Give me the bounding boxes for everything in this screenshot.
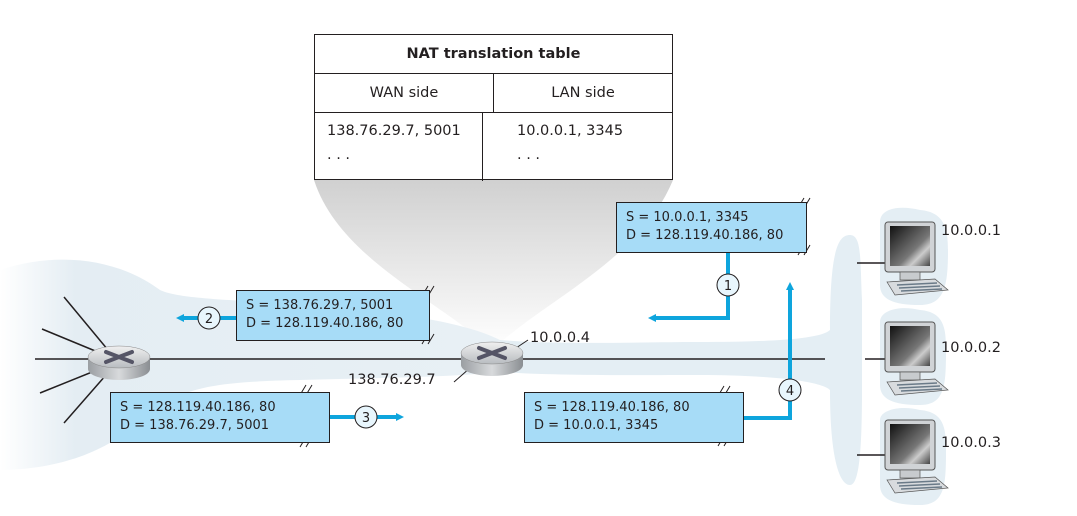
packet-source: S = 128.119.40.186, 80 bbox=[534, 400, 690, 415]
step-number: 2 bbox=[205, 312, 213, 327]
step-circle-3 bbox=[354, 405, 378, 429]
step-number: 4 bbox=[786, 384, 794, 399]
spotlight-cone bbox=[314, 180, 673, 350]
host-ip-label: 10.0.0.1 bbox=[941, 223, 1001, 239]
packet-step-1: S = 10.0.0.1, 3345 D = 128.119.40.186, 8… bbox=[616, 202, 807, 253]
nat-lan-ip-label: 10.0.0.4 bbox=[530, 330, 590, 346]
packet-destination: D = 128.119.40.186, 80 bbox=[626, 228, 784, 243]
packet-source: S = 138.76.29.7, 5001 bbox=[246, 298, 394, 313]
table-cell-wan: 138.76.29.7, 5001 bbox=[327, 123, 461, 139]
nat-translation-table: NAT translation table WAN side LAN side … bbox=[314, 34, 673, 181]
host-icon-2 bbox=[884, 321, 949, 396]
host-icon-1 bbox=[884, 221, 949, 296]
step-circle-2 bbox=[197, 306, 221, 330]
table-cell-lan: 10.0.0.1, 3345 bbox=[517, 123, 624, 139]
packet-destination: D = 128.119.40.186, 80 bbox=[246, 316, 404, 331]
nat-wan-ip-label: 138.76.29.7 bbox=[348, 372, 436, 388]
packet-step-2: S = 138.76.29.7, 5001 D = 128.119.40.186… bbox=[236, 290, 430, 341]
step-circle-1 bbox=[716, 273, 740, 297]
packet-step-3: S = 128.119.40.186, 80 D = 138.76.29.7, … bbox=[110, 392, 330, 443]
host-ip-label: 10.0.0.3 bbox=[941, 435, 1001, 451]
table-cell-wan: . . . bbox=[327, 147, 351, 163]
step-circle-4 bbox=[778, 378, 802, 402]
host-icon-3 bbox=[884, 419, 949, 494]
nat-router-icon bbox=[460, 341, 524, 376]
table-title: NAT translation table bbox=[315, 35, 672, 74]
host-ip-label: 10.0.0.2 bbox=[941, 340, 1001, 356]
packet-source: S = 10.0.0.1, 3345 bbox=[626, 210, 749, 225]
arrow-step-4 bbox=[744, 282, 794, 420]
lan-cloud bbox=[500, 235, 862, 485]
packet-step-4: S = 128.119.40.186, 80 D = 10.0.0.1, 334… bbox=[524, 392, 744, 443]
step-number: 1 bbox=[724, 279, 732, 294]
column-header-wan: WAN side bbox=[315, 74, 494, 112]
column-header-lan: LAN side bbox=[551, 85, 615, 101]
packet-destination: D = 138.76.29.7, 5001 bbox=[120, 418, 270, 433]
packet-source: S = 128.119.40.186, 80 bbox=[120, 400, 276, 415]
step-number: 3 bbox=[362, 411, 370, 426]
packet-destination: D = 10.0.0.1, 3345 bbox=[534, 418, 659, 433]
wan-router-icon bbox=[87, 345, 151, 380]
table-cell-lan: . . . bbox=[517, 147, 541, 163]
